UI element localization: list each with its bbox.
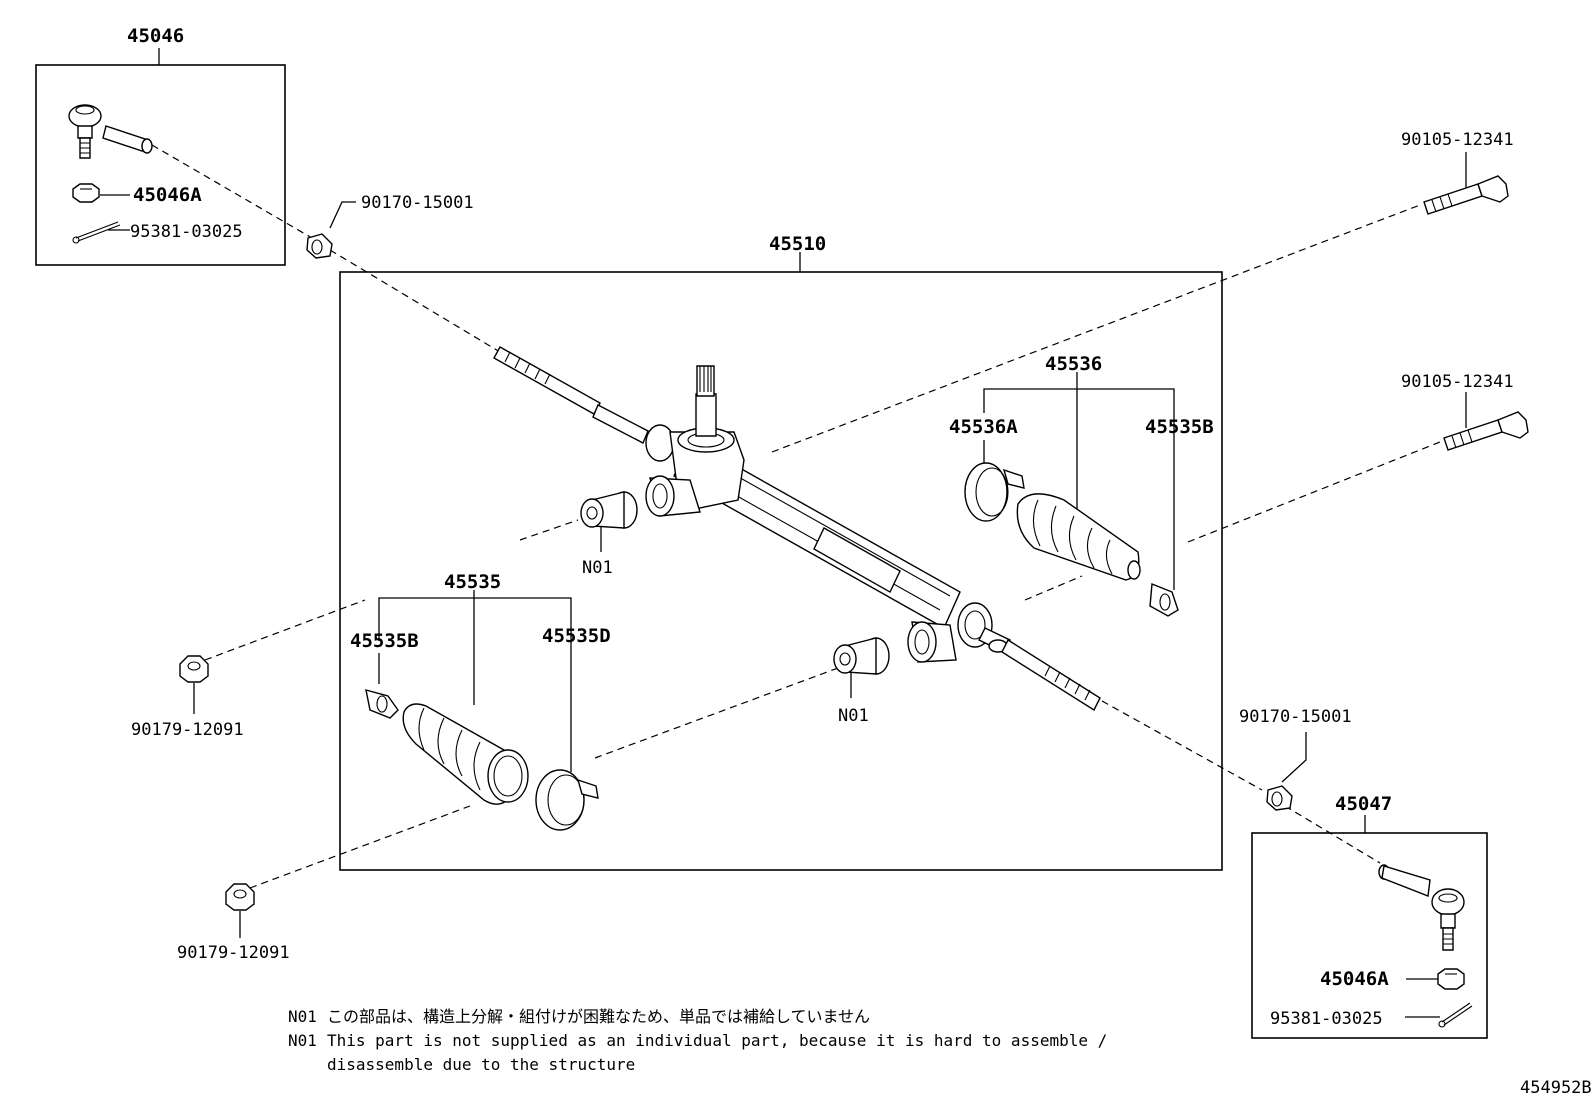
label-90170-lower: 90170-15001 [1239, 707, 1352, 727]
label-45536a: 45536A [949, 416, 1018, 438]
steering-rack-housing-icon [493, 346, 1101, 712]
note-en-line2: disassemble due to the structure [327, 1055, 635, 1074]
grommet-lower-icon [833, 637, 890, 675]
label-45510: 45510 [769, 233, 826, 255]
label-95381-lh: 95381-03025 [130, 222, 243, 242]
clip-lh-icon [365, 689, 399, 719]
label-45046a-lh: 45046A [133, 184, 202, 206]
flange-nut-lower-icon [225, 883, 255, 911]
label-45535d: 45535D [542, 625, 611, 647]
label-45047: 45047 [1335, 793, 1392, 815]
hex-nut-rh-icon [1437, 968, 1465, 990]
hex-nut-lh-icon [72, 183, 100, 203]
bushing-lower-icon [1266, 785, 1293, 811]
grommet-upper-icon [580, 491, 638, 529]
bushing-upper-icon [306, 233, 333, 259]
note-jp-text: この部品は、構造上分解・組付けが困難なため、単品では補給していません [327, 1007, 870, 1026]
label-45046a-rh: 45046A [1320, 968, 1389, 990]
cotter-pin-rh-icon [1438, 1002, 1473, 1028]
note-en-line1: This part is not supplied as an individu… [327, 1031, 1107, 1050]
label-45535b-rh: 45535B [1145, 416, 1214, 438]
bolt-upper-icon [1423, 175, 1509, 215]
dust-boot-rh-icon [1016, 493, 1141, 581]
label-45535: 45535 [444, 571, 501, 593]
footnotes: N01 この部品は、構造上分解・組付けが困難なため、単品では補給していません N… [288, 1007, 1107, 1074]
label-45536: 45536 [1045, 353, 1102, 375]
dust-boot-lh-icon [402, 703, 529, 805]
figure-code: 454952B [1520, 1078, 1592, 1098]
note-jp-code: N01 [288, 1007, 317, 1026]
band-clamp-lh-icon [535, 769, 599, 831]
clip-rh-icon [1149, 583, 1179, 617]
bolt-middle-icon [1443, 411, 1529, 451]
label-45046: 45046 [127, 25, 184, 47]
band-clamp-rh-icon [964, 462, 1025, 522]
tie-rod-end-lh-frame [35, 64, 286, 266]
label-90105-middle: 90105-12341 [1401, 372, 1514, 392]
label-90170-upper: 90170-15001 [361, 193, 474, 213]
gear-assembly-frame [339, 271, 1223, 871]
label-n01-lower: N01 [838, 706, 869, 726]
note-en-code: N01 [288, 1031, 317, 1050]
tie-rod-end-rh-frame [1251, 832, 1488, 1039]
flange-nut-upper-icon [179, 655, 209, 683]
label-95381-rh: 95381-03025 [1270, 1009, 1383, 1029]
tie-rod-end-rh-icon [1378, 864, 1465, 951]
cotter-pin-lh-icon [72, 221, 121, 244]
label-45535b-lh: 45535B [350, 630, 419, 652]
tie-rod-end-lh-icon [68, 104, 153, 159]
assembly-dashed-lines [151, 144, 1446, 889]
label-90105-upper: 90105-12341 [1401, 130, 1514, 150]
label-n01-upper: N01 [582, 558, 613, 578]
label-90179-upper: 90179-12091 [131, 720, 244, 740]
label-90179-lower: 90179-12091 [177, 943, 290, 963]
